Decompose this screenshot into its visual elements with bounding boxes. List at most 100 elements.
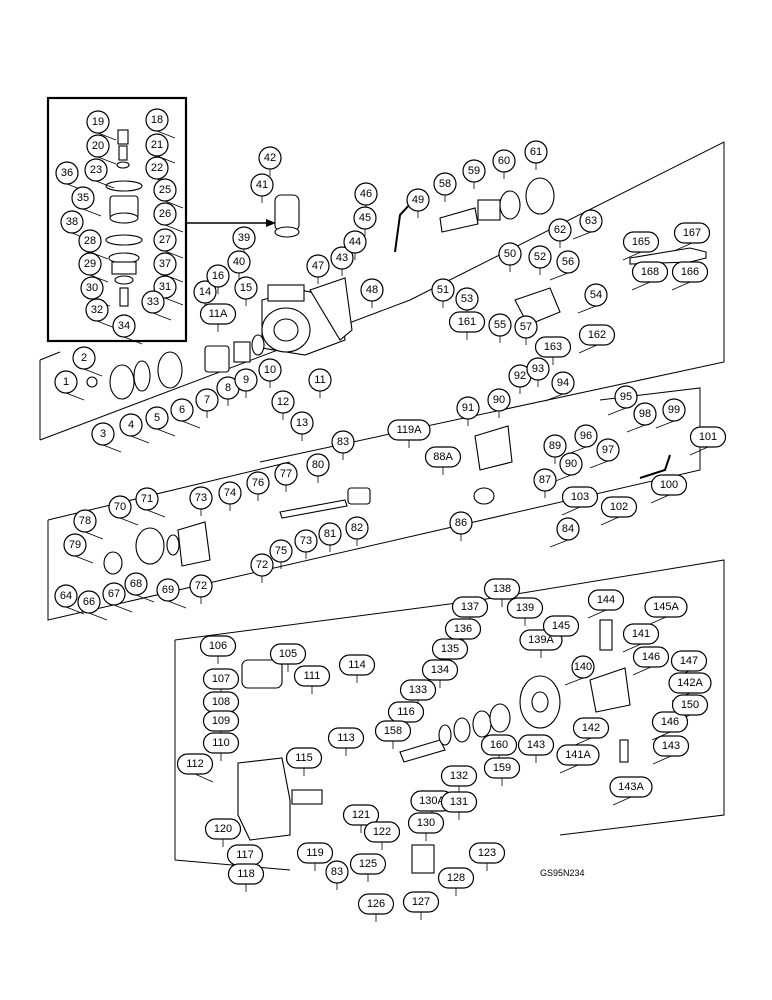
callout-label: 143A xyxy=(618,781,644,793)
callout-label: 14 xyxy=(199,286,211,298)
callout-label: 1 xyxy=(63,376,69,388)
callout-label: 86 xyxy=(455,517,467,529)
callout-42: 42 xyxy=(258,146,282,170)
inset-parts xyxy=(105,129,143,307)
callout-bubble xyxy=(480,734,518,756)
callout-6: 6 xyxy=(170,398,194,422)
callout-bubble xyxy=(202,710,240,732)
callout-116: 116 xyxy=(387,701,425,723)
callout-label: 132 xyxy=(450,770,468,782)
leader-line xyxy=(600,516,620,526)
callout-label: 95 xyxy=(620,391,632,403)
callout-36: 36 xyxy=(55,161,79,185)
callout-label: 136 xyxy=(454,623,472,635)
callout-166: 166 xyxy=(671,261,709,283)
callout-134: 134 xyxy=(421,659,459,681)
callout-label: 158 xyxy=(384,725,402,737)
callout-72: 72 xyxy=(250,553,274,577)
callout-22: 22 xyxy=(145,156,169,180)
callout-bubble xyxy=(456,396,480,420)
leader-line xyxy=(164,200,184,209)
callout-bubble xyxy=(596,438,620,462)
callout-label: 141A xyxy=(565,749,591,761)
callout-75: 75 xyxy=(269,539,293,563)
callout-bubble xyxy=(206,264,230,288)
callout-bubble xyxy=(80,276,104,300)
callout-141A: 141A xyxy=(556,744,600,766)
callout-163: 163 xyxy=(534,336,572,358)
callout-18: 18 xyxy=(145,108,169,132)
callout-93: 93 xyxy=(526,357,550,381)
callout-bubble xyxy=(587,589,625,611)
callout-label: 161 xyxy=(458,316,476,328)
callout-label: 119A xyxy=(397,424,423,436)
callout-bubble xyxy=(269,643,307,665)
callout-bubble xyxy=(600,496,638,518)
callout-bubble xyxy=(343,230,367,254)
callout-label: 112 xyxy=(186,758,204,770)
callout-bubble xyxy=(431,638,469,660)
callout-bubble xyxy=(363,821,401,843)
callout-bubble xyxy=(492,149,516,173)
callout-27: 27 xyxy=(153,228,177,252)
callout-label: 117 xyxy=(236,849,254,861)
callout-15: 15 xyxy=(234,276,258,300)
leader-line xyxy=(113,604,133,613)
callout-146: 146 xyxy=(632,646,670,668)
callout-label: 84 xyxy=(562,523,574,535)
callout-label: 49 xyxy=(412,194,424,206)
callout-48: 48 xyxy=(360,278,384,302)
callout-60: 60 xyxy=(492,149,516,173)
callout-bubble xyxy=(204,818,242,840)
callout-label: 66 xyxy=(83,596,95,608)
callout-9: 9 xyxy=(234,368,258,392)
leader-line xyxy=(84,531,104,540)
callout-label: 146 xyxy=(642,651,660,663)
callout-49: 49 xyxy=(406,188,430,212)
callout-110: 110 xyxy=(202,732,240,754)
callout-bubble xyxy=(232,226,256,250)
leader-line xyxy=(156,130,176,139)
callout-label: 83 xyxy=(331,866,343,878)
callout-bubble xyxy=(542,615,580,637)
callout-label: 134 xyxy=(431,664,449,676)
callout-bubble xyxy=(86,134,110,158)
callout-133: 133 xyxy=(399,679,437,701)
callout-bubble xyxy=(498,242,522,266)
callout-90: 90 xyxy=(487,388,511,412)
leader-line xyxy=(655,420,675,429)
callout-bubble xyxy=(55,161,79,185)
callout-label: 72 xyxy=(256,559,268,571)
callout-bubble xyxy=(72,346,96,370)
callout-bubble xyxy=(433,172,457,196)
callout-label: 67 xyxy=(108,588,120,600)
callout-80: 80 xyxy=(306,453,330,477)
callout-bubble xyxy=(622,231,660,253)
callout-label: 35 xyxy=(77,192,89,204)
leader-line xyxy=(673,242,693,252)
callout-bubble xyxy=(670,650,708,672)
leader-line xyxy=(164,297,184,306)
leader-line xyxy=(167,600,187,609)
leader-line xyxy=(82,208,102,217)
callout-bubble xyxy=(145,133,169,157)
callout-bubble xyxy=(78,229,102,253)
leader-line xyxy=(652,755,672,765)
callout-bubble xyxy=(374,720,412,742)
callout-label: 11A xyxy=(209,308,228,320)
callout-103: 103 xyxy=(561,486,599,508)
callout-bubble xyxy=(91,422,115,446)
callout-label: 118 xyxy=(237,868,255,880)
callout-label: 121 xyxy=(352,809,370,821)
callout-66: 66 xyxy=(77,590,101,614)
callout-bubble xyxy=(227,863,265,885)
callout-bubble xyxy=(421,659,459,681)
callout-19: 19 xyxy=(86,110,110,134)
callout-label: 26 xyxy=(159,208,171,220)
callout-bubble xyxy=(84,158,108,182)
callout-bubble xyxy=(406,188,430,212)
callout-label: 97 xyxy=(602,444,614,456)
callout-label: 88A xyxy=(433,451,453,463)
callout-label: 80 xyxy=(312,459,324,471)
